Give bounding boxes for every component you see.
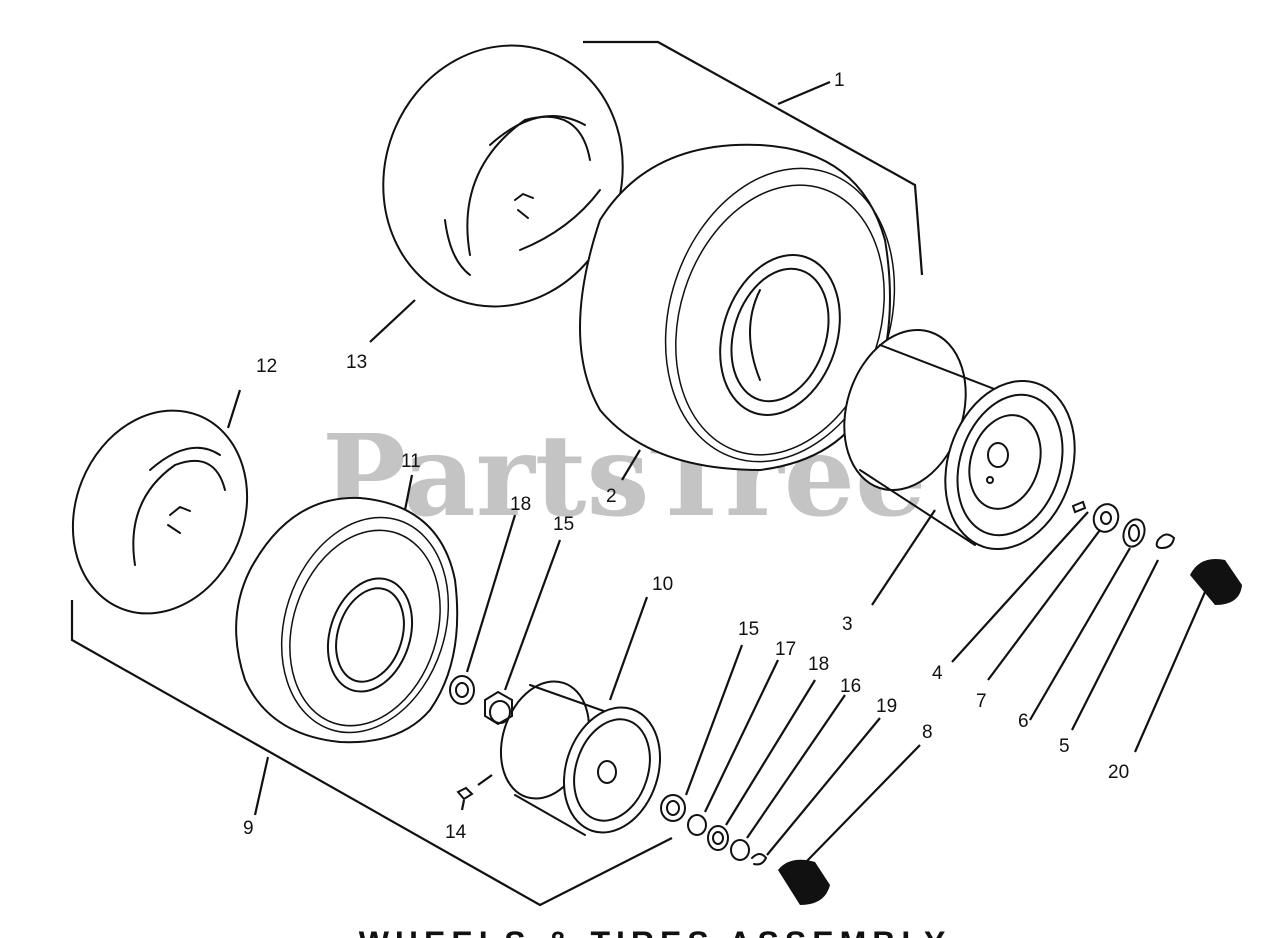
assembly-bracket-1 — [583, 40, 924, 276]
valve-stem-14[interactable] — [456, 786, 474, 801]
callout-6: 6 — [1018, 711, 1029, 732]
callout-labels: 1 2 3 4 5 6 7 8 9 10 11 12 13 14 15 15 1… — [243, 70, 1129, 843]
washer-18-rear[interactable] — [707, 825, 729, 851]
front-wheel-rim[interactable] — [487, 670, 676, 845]
clip-19[interactable] — [751, 853, 767, 866]
footer-title-crop: WHEELS & TIRES ASSEMBLY — [359, 925, 952, 938]
front-inner-tube[interactable] — [43, 384, 277, 640]
callout-9: 9 — [243, 818, 254, 839]
callout-18-front: 18 — [510, 494, 531, 515]
callout-7: 7 — [976, 691, 987, 712]
callout-12: 12 — [256, 356, 277, 377]
rear-tire[interactable] — [579, 138, 931, 491]
washer-16[interactable] — [730, 839, 750, 861]
assembly-bracket-9 — [70, 600, 673, 907]
bushing-15-rear[interactable] — [660, 794, 686, 822]
clip-5[interactable] — [1155, 533, 1175, 549]
washer-7[interactable] — [1090, 501, 1122, 536]
key-4[interactable] — [1071, 500, 1087, 514]
callout-2: 2 — [606, 486, 617, 507]
callout-20: 20 — [1108, 762, 1129, 783]
callout-10: 10 — [652, 574, 673, 595]
callout-18-rear: 18 — [808, 654, 829, 675]
callout-5: 5 — [1059, 736, 1070, 757]
front-tire[interactable] — [235, 496, 475, 755]
callout-11: 11 — [401, 451, 421, 472]
bushing-15-front[interactable] — [484, 690, 513, 726]
callout-15-rear: 15 — [738, 619, 759, 640]
leader-lines — [226, 299, 1207, 863]
callout-3: 3 — [842, 614, 853, 635]
callout-15-front: 15 — [553, 514, 574, 535]
cap-8[interactable] — [778, 859, 830, 905]
footer-title: WHEELS & TIRES ASSEMBLY — [359, 925, 952, 938]
callout-19: 19 — [876, 696, 897, 717]
callout-8: 8 — [922, 722, 933, 743]
washer-18-front[interactable] — [449, 675, 475, 705]
washer-6[interactable] — [1120, 516, 1148, 549]
callout-4: 4 — [932, 663, 943, 684]
callout-1: 1 — [834, 70, 845, 91]
callout-16: 16 — [840, 676, 861, 697]
callout-14: 14 — [445, 822, 467, 843]
rear-wheel-rim[interactable] — [824, 314, 1095, 566]
washer-17[interactable] — [687, 814, 707, 836]
cap-20[interactable] — [1190, 559, 1242, 605]
callout-17: 17 — [775, 639, 796, 660]
callout-13: 13 — [346, 352, 367, 373]
